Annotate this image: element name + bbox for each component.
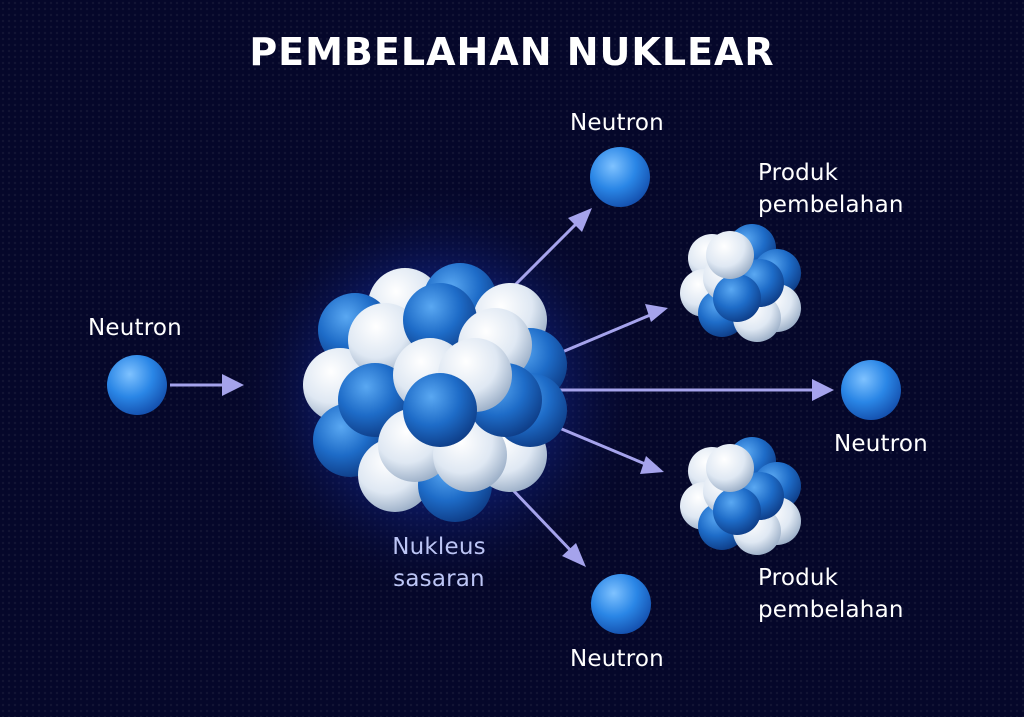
- right-neutron: [841, 360, 901, 420]
- arrowhead-product-top: [645, 304, 668, 322]
- incoming-arrowhead: [222, 374, 244, 396]
- arrow-to-top-neutron: [508, 218, 582, 292]
- arrowheads: [222, 208, 834, 567]
- incoming-neutron: [107, 355, 167, 415]
- target-nucleus: [303, 263, 567, 522]
- arrow-to-product-bottom: [544, 420, 651, 468]
- arrowhead-right-neutron: [812, 379, 834, 401]
- label-target-nucleus-line1: Nukleus: [392, 534, 486, 560]
- nucleon: [713, 274, 761, 322]
- bottom-neutron: [591, 574, 651, 634]
- label-incoming-neutron: Neutron: [88, 315, 182, 341]
- arrow-to-product-top: [554, 311, 656, 357]
- fission-product-bottom: [680, 437, 801, 555]
- top-neutron: [590, 147, 650, 207]
- label-right-neutron: Neutron: [834, 431, 928, 457]
- arrowhead-product-bottom: [640, 456, 664, 474]
- nucleon: [403, 283, 477, 357]
- fission-product-top: [680, 224, 801, 342]
- label-fission-product-bottom-line2: pembelahan: [758, 597, 904, 623]
- label-fission-product-top-line2: pembelahan: [758, 192, 904, 218]
- label-top-neutron: Neutron: [570, 110, 664, 136]
- arrowhead-top-neutron: [568, 208, 592, 232]
- arrowhead-bottom-neutron: [562, 543, 586, 567]
- label-fission-product-bottom: Produk pembelahan: [758, 562, 904, 626]
- label-fission-product-top: Produk pembelahan: [758, 157, 904, 221]
- label-target-nucleus: Nukleus sasaran: [383, 531, 495, 595]
- label-target-nucleus-line2: sasaran: [393, 566, 485, 592]
- page-title: PEMBELAHAN NUKLEAR: [249, 30, 775, 74]
- label-fission-product-top-line1: Produk: [758, 160, 839, 186]
- label-bottom-neutron: Neutron: [570, 646, 664, 672]
- nucleon: [706, 231, 754, 279]
- nucleon: [706, 444, 754, 492]
- nucleon: [403, 373, 477, 447]
- arrow-to-bottom-neutron: [508, 485, 577, 557]
- label-fission-product-bottom-line1: Produk: [758, 565, 839, 591]
- nucleon: [713, 487, 761, 535]
